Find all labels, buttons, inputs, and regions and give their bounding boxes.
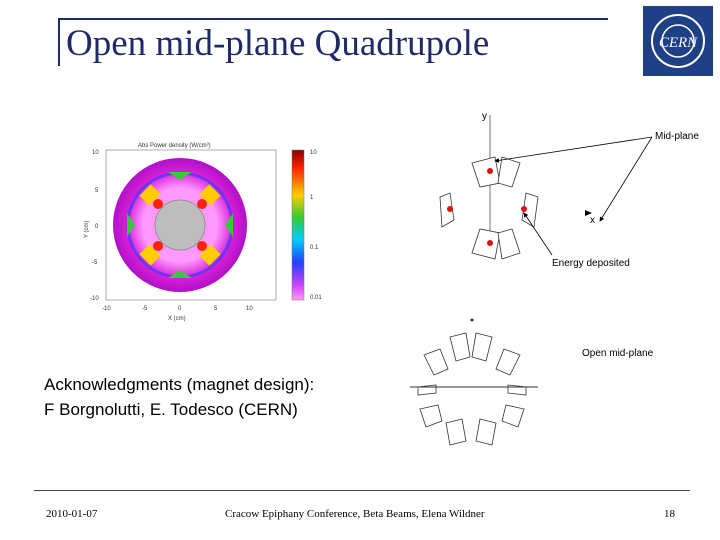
cern-logo-text: CERN: [659, 35, 698, 51]
footer-rule: [34, 490, 690, 491]
y-tick: -5: [92, 260, 98, 266]
page-number: 18: [664, 508, 675, 520]
title-left-rule: [58, 18, 60, 66]
colorbar-tick: 0.01: [310, 295, 322, 301]
acknowledgments: Acknowledgments (magnet design): F Borgn…: [44, 372, 314, 422]
y-axis-label: y: [482, 111, 487, 122]
coil-blocks: [439, 156, 539, 260]
x-tick: -5: [142, 306, 148, 312]
mid-plane-arrow-1: [494, 136, 653, 163]
colorbar: [291, 149, 305, 301]
open-mid-plane-diagram: [408, 315, 558, 465]
hot-sectors: [127, 172, 233, 278]
x-tick: 5: [214, 306, 218, 312]
plot-title: Abs Power density (W/cm³): [138, 143, 211, 149]
energy-deposit-spots: [447, 168, 527, 246]
y-tick: 0: [95, 224, 99, 230]
x-tick: -10: [102, 306, 111, 312]
y-tick: 10: [92, 150, 99, 156]
x-axis-arrow: [585, 210, 592, 216]
mid-plane-label: Mid-plane: [655, 131, 699, 142]
open-mid-plane-label: Open mid-plane: [582, 348, 654, 359]
magnet-cross-section: y x Mid-plane Energy deposited: [420, 105, 720, 275]
energy-deposited-arrow: [523, 212, 553, 256]
power-density-plot: Abs Power density (W/cm³) 10 1 0.1 0.01: [80, 138, 340, 328]
y-tick: 5: [95, 188, 99, 194]
x-axis-label: x: [590, 215, 595, 226]
colorbar-tick: 1: [310, 195, 314, 201]
x-tick: 10: [246, 306, 253, 312]
open-mid-plane-coils: [417, 332, 527, 446]
footer-date: 2010-01-07: [46, 508, 98, 520]
colorbar-tick: 0.1: [310, 245, 319, 251]
cern-logo: CERN: [643, 6, 713, 76]
title-frame: Open mid-plane Quadrupole: [58, 18, 608, 66]
plot-xlabel: X (cm): [168, 316, 186, 322]
energy-deposited-label: Energy deposited: [552, 258, 630, 269]
beam-pipe: [154, 199, 206, 251]
slide-title: Open mid-plane Quadrupole: [66, 23, 490, 64]
title-top-rule: [58, 18, 608, 20]
mid-plane-arrow-2: [599, 136, 653, 222]
x-tick: 0: [178, 306, 182, 312]
footer-conference: Cracow Epiphany Conference, Beta Beams, …: [225, 508, 485, 520]
plot-ylabel: Y (cm): [84, 220, 90, 238]
y-tick: -10: [90, 296, 99, 302]
colorbar-tick: 10: [310, 150, 317, 156]
plot-frame: [105, 149, 277, 301]
acknowledgments-heading: Acknowledgments (magnet design):: [44, 375, 315, 394]
acknowledgments-names: F Borgnolutti, E. Todesco (CERN): [44, 400, 298, 419]
